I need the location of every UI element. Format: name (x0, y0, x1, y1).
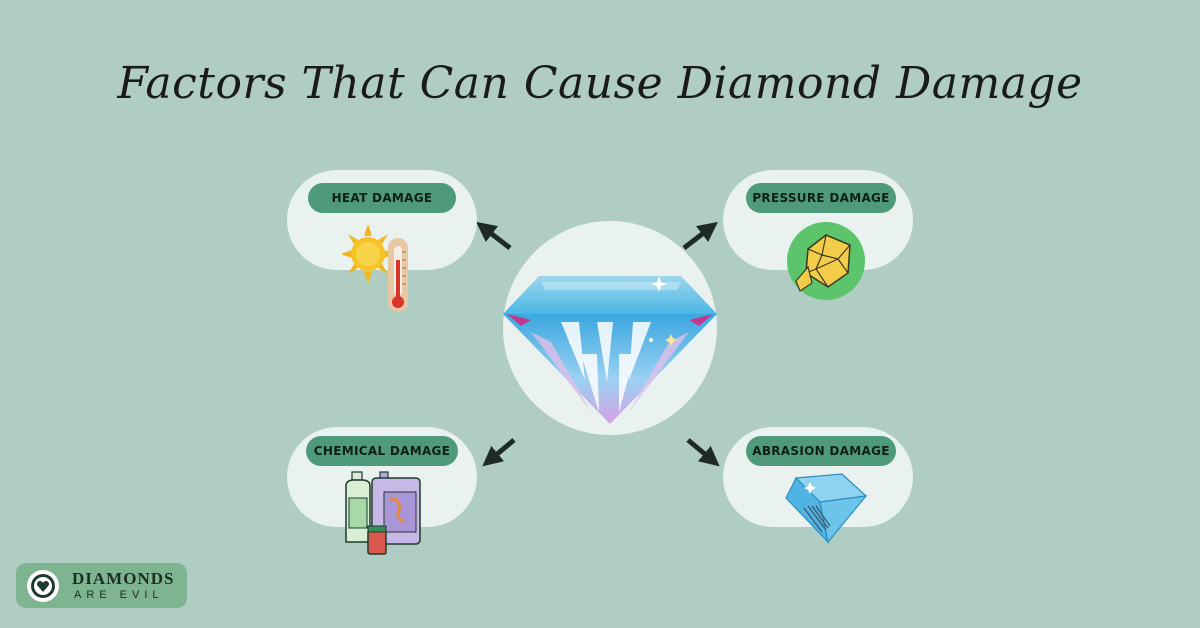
diamonds-are-evil-logo: DIAMONDS ARE EVIL (16, 563, 187, 608)
heat-damage-label: HEAT DAMAGE (308, 183, 456, 213)
page-title: Factors That Can Cause Diamond Damage (117, 58, 1083, 109)
cracked-diamond-icon (787, 222, 865, 300)
arrow-to-abrasion (686, 438, 720, 467)
logo-text-line1: DIAMONDS (72, 569, 175, 588)
sun-thermometer-icon (342, 224, 408, 312)
logo-text-line2: ARE EVIL (74, 589, 164, 601)
arrow-to-pressure (682, 221, 718, 250)
chemical-damage-label: CHEMICAL DAMAGE (306, 436, 458, 466)
arrow-to-chemical (482, 438, 516, 467)
pressure-damage-label: PRESSURE DAMAGE (746, 183, 896, 213)
scratched-diamond-icon (785, 473, 868, 544)
diamond-icon (503, 276, 717, 424)
logo-heart-icon (27, 570, 59, 602)
abrasion-damage-label: ABRASION DAMAGE (746, 436, 896, 466)
chemical-bottles-icon (345, 471, 421, 555)
arrow-to-heat (476, 221, 512, 250)
